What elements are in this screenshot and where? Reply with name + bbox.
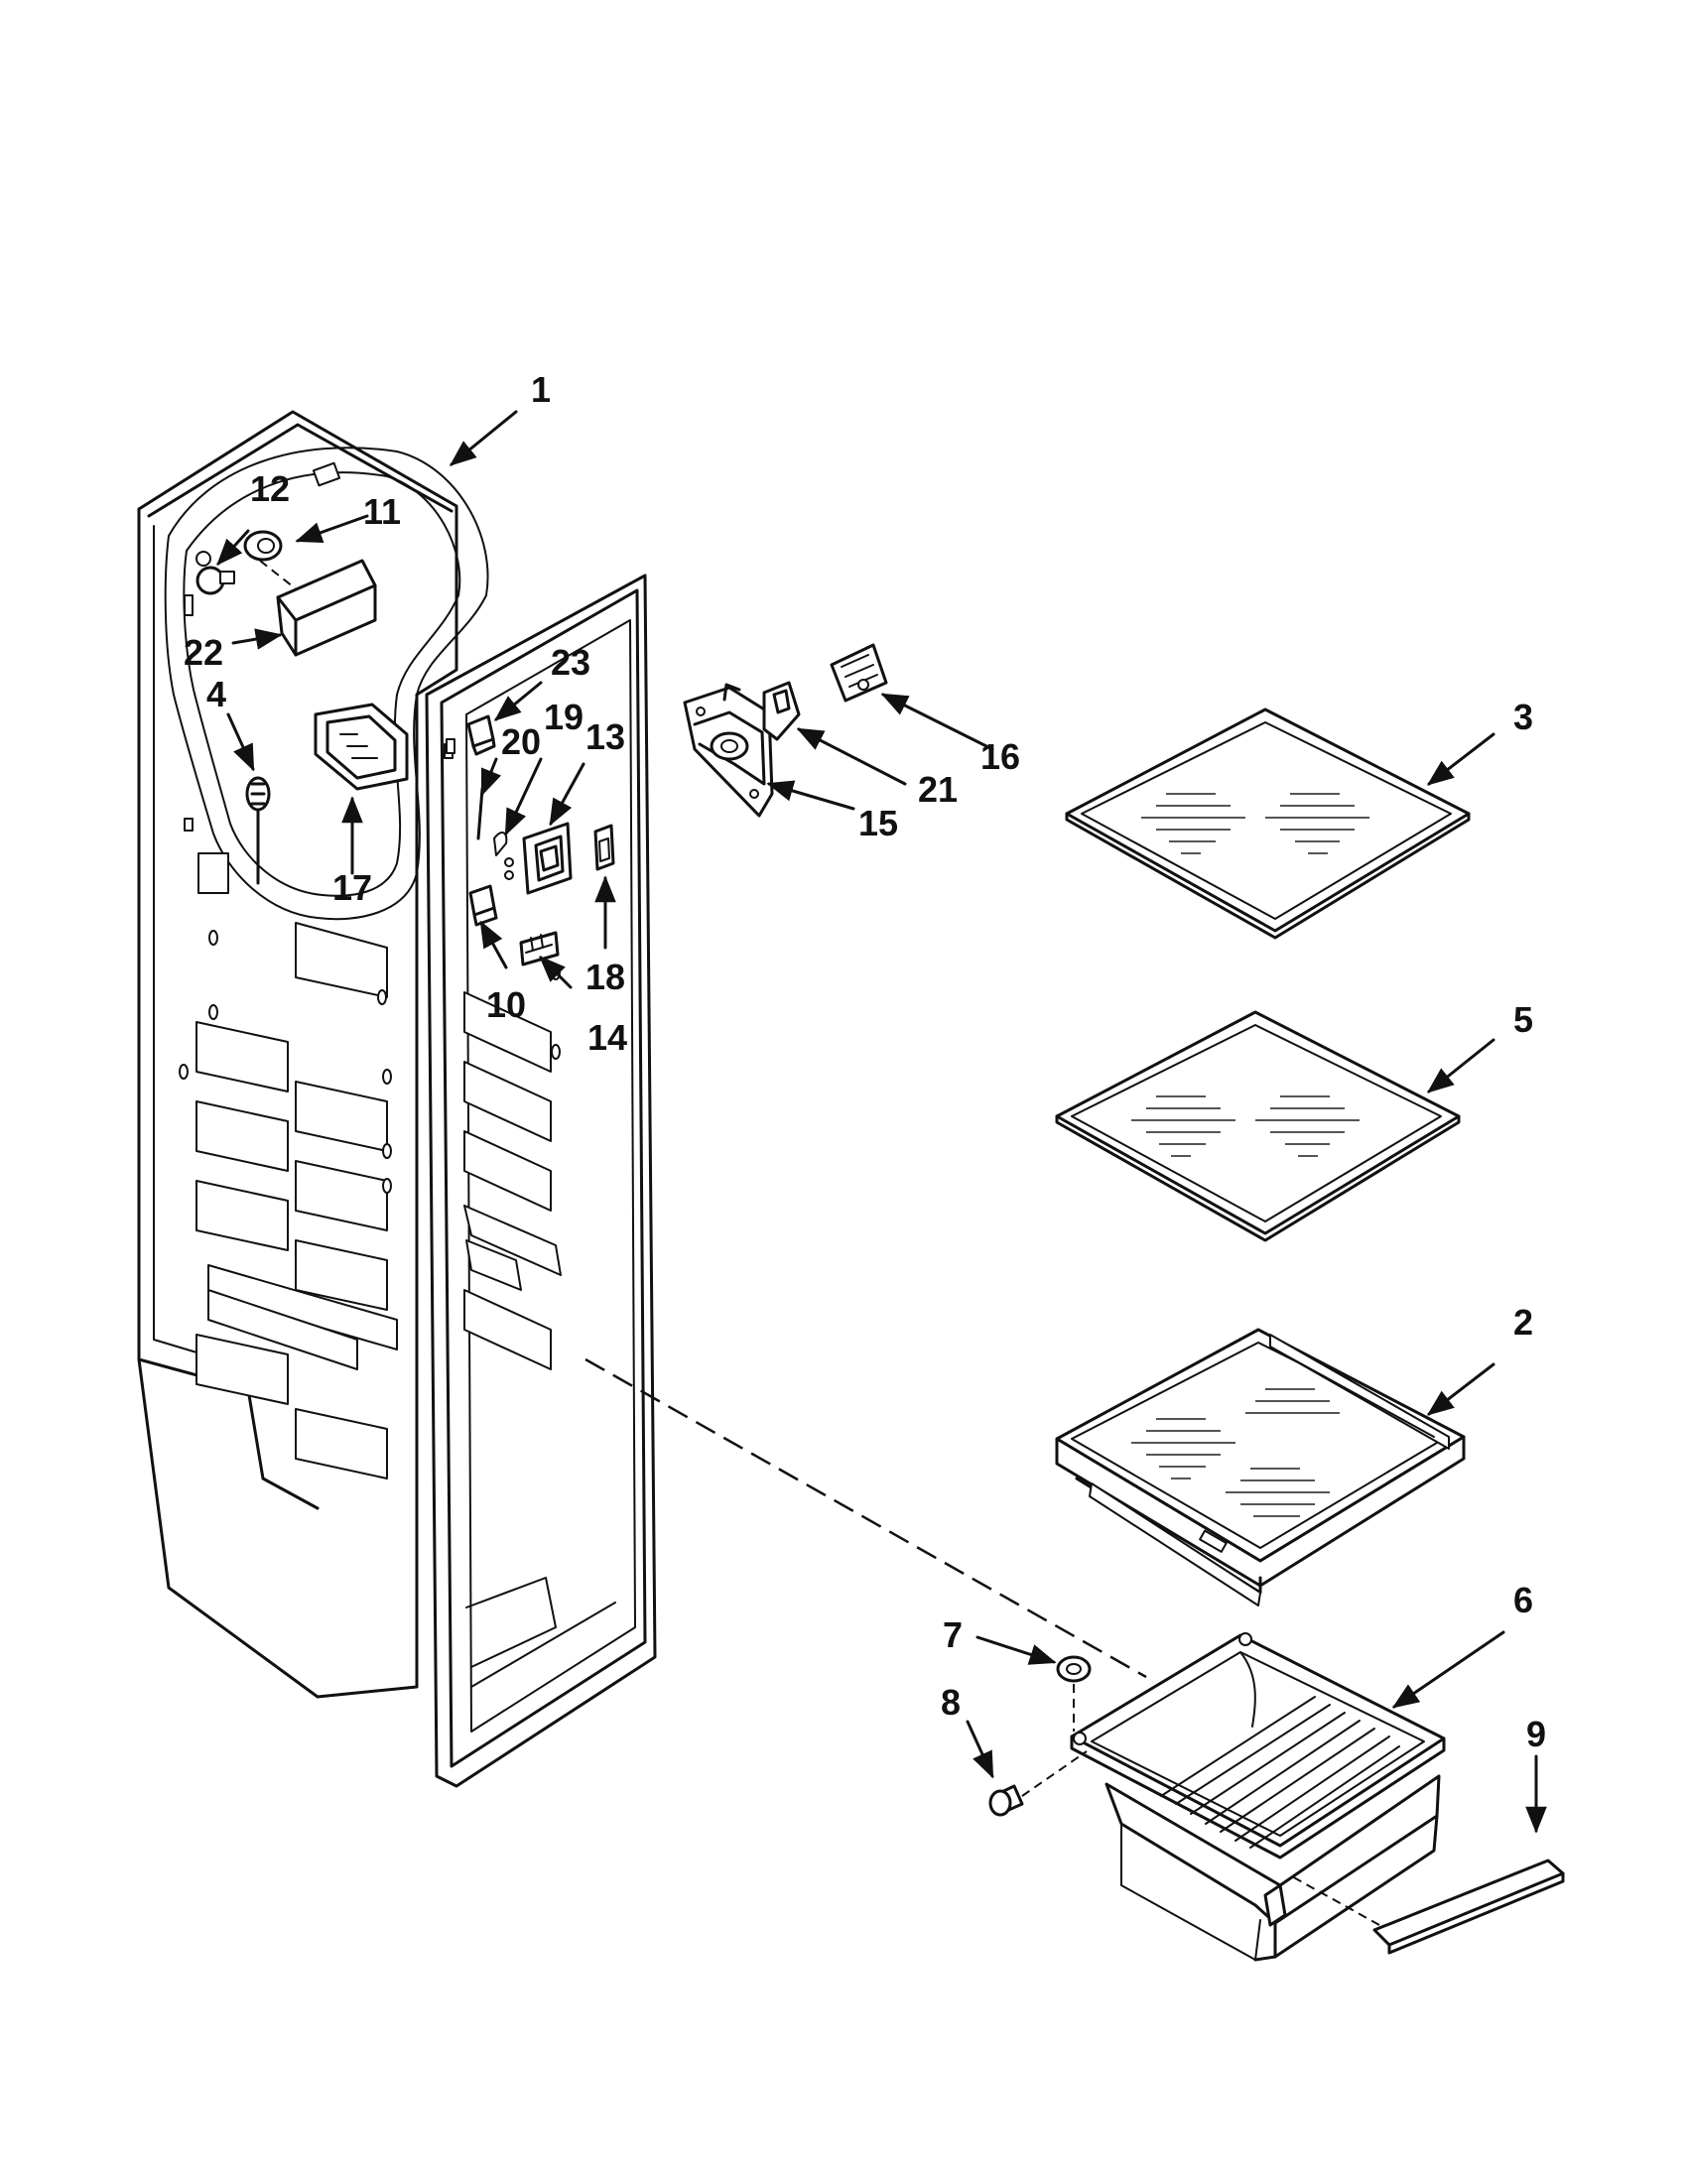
- callout-18: 18: [585, 957, 625, 997]
- light-socket: [243, 530, 283, 562]
- shelf-glass-upper: [1065, 707, 1471, 940]
- callout-21: 21: [918, 769, 958, 810]
- callout-6: 6: [1513, 1580, 1533, 1620]
- crisper-cover-shelf: [1055, 1328, 1466, 1606]
- callout-4: 4: [206, 674, 226, 714]
- thermistor: [245, 776, 271, 885]
- drawer-roller: [1056, 1655, 1092, 1683]
- callout-2: 2: [1513, 1302, 1533, 1343]
- callout-15: 15: [858, 803, 898, 843]
- control-module: [683, 683, 774, 818]
- shelf-glass-middle: [1055, 1010, 1461, 1242]
- leader-lines: [216, 410, 1547, 1834]
- right-wall-embossing: [446, 738, 562, 1370]
- assembly-line: [259, 560, 299, 591]
- roller-axle: [988, 1784, 1024, 1817]
- callout-10: 10: [486, 984, 526, 1025]
- callout-1: 1: [531, 369, 551, 410]
- callout-14: 14: [587, 1017, 627, 1058]
- assembly-line-drawer: [584, 1357, 1147, 1679]
- callout-11: 11: [363, 491, 401, 532]
- air-duct-housing: [314, 703, 409, 791]
- callout-23: 23: [551, 642, 590, 683]
- callout-16: 16: [980, 736, 1020, 777]
- callout-3: 3: [1513, 697, 1533, 737]
- left-wall-embossing: [179, 922, 398, 1479]
- electronic-control-board: [830, 643, 888, 703]
- callout-8: 8: [941, 1682, 961, 1723]
- crisper-drawer: [1070, 1632, 1446, 1962]
- callout-7: 7: [943, 1614, 963, 1655]
- control-bracket: [762, 681, 801, 741]
- control-housing: [522, 822, 573, 895]
- callout-22: 22: [184, 632, 223, 673]
- refrigerator-liner: [137, 410, 657, 1788]
- assembly-line-rail: [1289, 1874, 1380, 1926]
- assembly-line-axle: [1021, 1750, 1088, 1797]
- callout-19: 19: [544, 697, 584, 737]
- access-cover: [593, 824, 615, 871]
- callout-5: 5: [1513, 999, 1533, 1040]
- callout-17: 17: [332, 867, 372, 908]
- callout-12: 12: [250, 468, 290, 509]
- callout-20: 20: [501, 721, 541, 762]
- drawer-slide-rail: [1372, 1859, 1565, 1955]
- light-switch-housing: [466, 714, 496, 756]
- callout-labels: 1 2 3 4 5 6 7 8 9 10 11 12 13 14 15 16 1…: [184, 369, 1546, 1754]
- light-bulb: [195, 551, 235, 595]
- callout-13: 13: [585, 716, 625, 757]
- callout-9: 9: [1526, 1714, 1546, 1754]
